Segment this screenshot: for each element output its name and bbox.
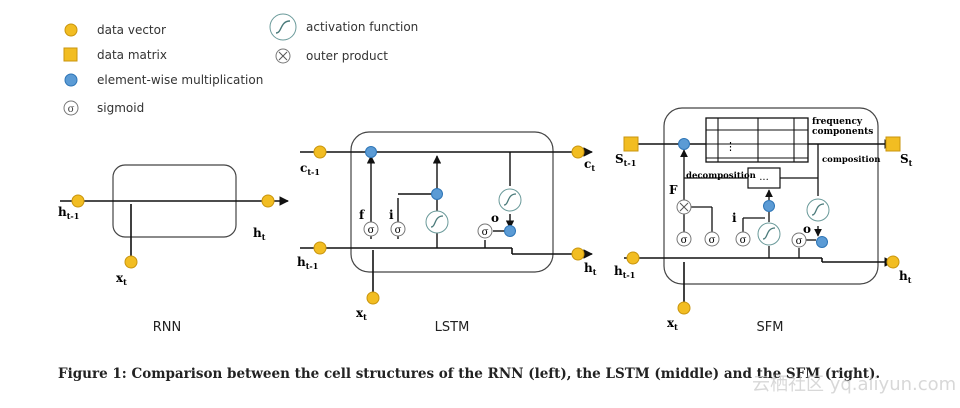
legend: data vector data matrix element-wise mul… [63, 13, 418, 116]
sfm-input-activation [757, 222, 781, 246]
rnn-h-prev-label: ht-1 [58, 205, 79, 221]
lstm-c-prev-vector [313, 145, 327, 159]
lstm-c-vector [571, 145, 585, 159]
sfm-input-mult [763, 200, 775, 212]
lstm-forget-mult [365, 146, 377, 158]
lstm-title: LSTM [435, 320, 470, 335]
legend-outer-product: outer product [306, 49, 388, 63]
lstm-i-label: i [389, 208, 394, 222]
legend-data-vector: data vector [97, 23, 166, 37]
sfm-title: SFM [757, 320, 784, 335]
sfm-s-label: St [900, 152, 913, 168]
lstm-o-label: o [491, 211, 499, 225]
sfm-s-prev-label: St-1 [615, 152, 636, 168]
rnn-diagram: ht-1 ht xt RNN [58, 164, 289, 335]
sfm-h-vector [886, 255, 900, 269]
sfm-frequency-block [705, 117, 809, 163]
svg-text:σ: σ [395, 225, 402, 236]
sfm-s-prev-matrix [623, 136, 639, 152]
lstm-output-sigmoid: σ [477, 223, 493, 239]
lstm-h-label: ht [584, 261, 597, 277]
svg-text:σ: σ [482, 227, 489, 238]
activation-curve [275, 20, 291, 34]
lstm-output-mult [504, 225, 516, 237]
sfm-forget-mult [678, 138, 690, 150]
data-matrix-icon [63, 47, 78, 62]
sfm-output-activation [806, 198, 830, 222]
rnn-h-label: ht [253, 226, 266, 242]
activation-function-icon [269, 13, 297, 41]
lstm-x-label: xt [356, 306, 367, 322]
rnn-x-label: xt [116, 271, 127, 287]
data-vector-icon [64, 23, 78, 37]
outer-product-cross [278, 51, 288, 61]
svg-text:σ: σ [709, 235, 716, 246]
lstm-diagram: σ σ σ ct-1 ct ht-1 ht xt f i o LSTM [297, 131, 597, 335]
sigmoid-symbol: σ [68, 104, 75, 115]
sfm-x-vector [677, 301, 691, 315]
sfm-diagram: ⋮ ... [614, 107, 913, 335]
svg-text:σ: σ [796, 236, 803, 247]
rnn-h-vector [261, 194, 275, 208]
lstm-output-activation [498, 188, 522, 212]
lstm-h-vector [571, 247, 585, 261]
sfm-h-prev-vector [626, 251, 640, 265]
sfm-cell [663, 107, 879, 285]
rnn-h-prev-vector [71, 194, 85, 208]
sfm-s-matrix [885, 136, 901, 152]
rnn-x-vector [124, 255, 138, 269]
sfm-decomposition-label: decomposition [686, 171, 756, 181]
legend-data-matrix: data matrix [97, 48, 167, 62]
lstm-f-label: f [359, 208, 365, 222]
sigmoid-icon [63, 100, 79, 116]
svg-text:σ: σ [681, 235, 688, 246]
rnn-title: RNN [153, 320, 181, 335]
sfm-frequency-label: frequency [812, 117, 863, 127]
sfm-outer-product [676, 199, 692, 215]
sfm-output-sigmoid: σ [791, 232, 807, 248]
svg-text:σ: σ [368, 225, 375, 236]
elementwise-multiplication-icon [64, 73, 78, 87]
sfm-h-prev-label: ht-1 [614, 264, 635, 280]
lstm-c-label: ct [584, 157, 595, 173]
watermark: 云栖社区 yq.aliyun.com [752, 374, 957, 395]
lstm-x-vector [366, 291, 380, 305]
sfm-o-label: o [803, 222, 811, 236]
sfm-F-label: F [669, 183, 678, 197]
svg-text:σ: σ [740, 235, 747, 246]
figure-caption: Figure 1: Comparison between the cell st… [58, 366, 881, 382]
sfm-input-sigmoid: σ [735, 231, 751, 247]
lstm-h-prev-vector [313, 241, 327, 255]
lstm-h-prev-label: ht-1 [297, 255, 318, 271]
legend-sigmoid: sigmoid [97, 101, 144, 115]
lstm-input-sigmoid: σ [390, 221, 406, 237]
sfm-f-sigmoid-1: σ [676, 231, 692, 247]
sfm-composition-label: composition [822, 155, 880, 165]
sfm-output-mult [816, 236, 828, 248]
lstm-forget-sigmoid: σ [363, 221, 379, 237]
sfm-dots: ... [759, 172, 769, 183]
legend-activation: activation function [306, 20, 418, 34]
sfm-components-label: components [812, 127, 873, 137]
lstm-input-mult [431, 188, 443, 200]
lstm-cell [350, 131, 554, 273]
sfm-f-sigmoid-2: σ [704, 231, 720, 247]
legend-elementwise: element-wise multiplication [97, 73, 263, 87]
sfm-i-label: i [732, 211, 737, 225]
lstm-input-activation [425, 210, 449, 234]
lstm-c-prev-label: ct-1 [300, 161, 320, 177]
sfm-x-label: xt [667, 316, 678, 332]
sfm-h-label: ht [899, 269, 912, 285]
sfm-vdots: ⋮ [725, 140, 736, 153]
